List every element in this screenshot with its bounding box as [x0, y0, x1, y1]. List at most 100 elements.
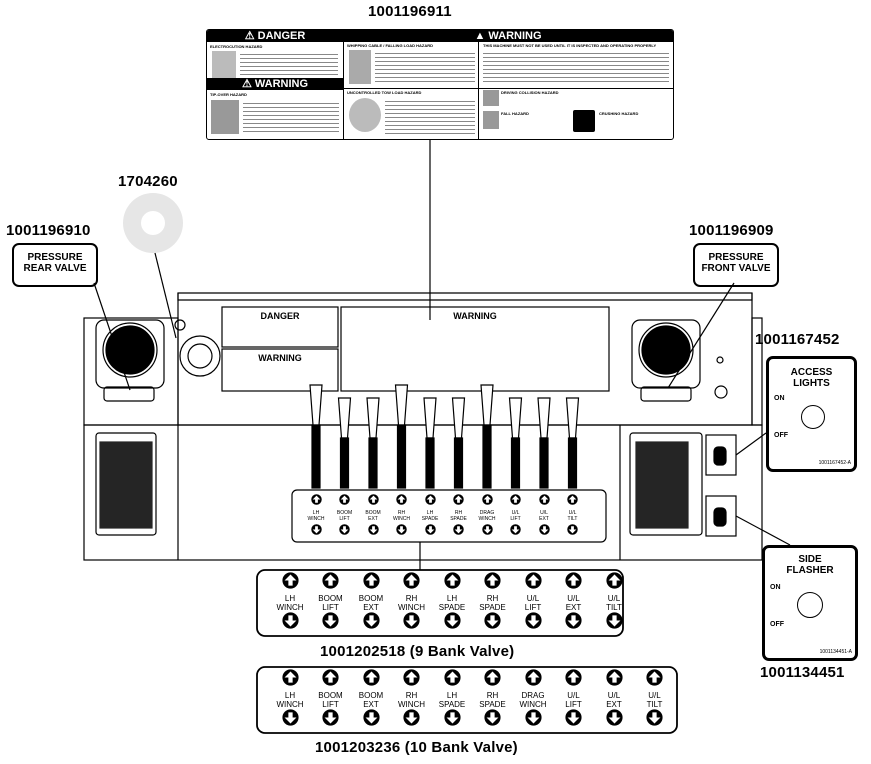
arrow-down-icon — [513, 612, 554, 634]
electrocution-title: ELECTROCUTION HAZARD — [210, 44, 263, 49]
access-lights-switch-hole — [801, 405, 825, 429]
lever-shaft — [368, 437, 378, 489]
arrow-down-icon — [481, 524, 493, 535]
arrow-down-icon — [501, 522, 530, 540]
part-number-front-valve: 1001196909 — [689, 222, 774, 239]
arrow-up-icon — [565, 669, 582, 686]
lever-shaft — [396, 424, 407, 489]
whipping-illustration — [349, 50, 371, 84]
arrow-up-icon — [553, 669, 594, 691]
rear-gauge-ring — [102, 322, 158, 378]
arrow-down-icon — [281, 709, 299, 726]
valve-function-label-line1: RH — [486, 691, 499, 700]
lever-shaft — [453, 437, 464, 489]
valve-function-label-line2: LIFT — [565, 700, 582, 709]
side-flasher-title2: FLASHER — [786, 565, 834, 576]
arrow-up-icon — [605, 572, 623, 589]
lever-handle — [508, 397, 523, 439]
electrocution-text-lines — [240, 51, 338, 77]
arrow-up-icon — [530, 492, 559, 510]
danger-header: ⚠ DANGER — [207, 30, 343, 42]
arrow-up-icon — [351, 669, 392, 691]
tipover-title: TIP-OVER HAZARD — [210, 92, 247, 97]
valve-function-label-line2: WINCH — [276, 603, 304, 612]
arrow-down-icon — [553, 709, 594, 731]
arrow-down-icon — [472, 709, 513, 731]
arrow-down-icon — [351, 709, 392, 731]
warning-header: ▲ WARNING — [343, 30, 673, 42]
left-keypad — [95, 432, 157, 536]
valve-function-label-line1: U/L — [511, 510, 520, 516]
valve-function-label-line2: TILT — [606, 603, 622, 612]
arrow-down-icon — [270, 612, 311, 634]
panel-warning-main-box — [340, 306, 610, 392]
valve-function-label-line1: LH — [426, 510, 434, 516]
arrow-down-icon — [453, 524, 464, 535]
arrow-up-icon — [594, 572, 635, 594]
panel-lower-outline — [83, 424, 763, 561]
arrow-down-icon — [281, 612, 299, 629]
arrow-down-icon — [646, 709, 663, 726]
access-lights-on: ON — [774, 395, 785, 402]
arrow-up-icon — [443, 669, 461, 686]
valve-function-label-line1: DRAG — [521, 691, 545, 700]
part-number-rear-valve: 1001196910 — [6, 222, 91, 239]
panel-valve-strip — [291, 489, 607, 543]
side-flasher-decal: SIDE FLASHER ON OFF 1001134451-A — [762, 545, 858, 661]
arrow-down-icon — [605, 612, 623, 629]
arrow-up-icon — [391, 669, 432, 691]
panel-top-lip — [177, 293, 753, 301]
valve-function-label-line1: LH — [284, 594, 296, 603]
arrow-down-icon — [359, 522, 388, 540]
valve-function-label-line2: LIFT — [322, 700, 339, 709]
arrow-up-icon — [646, 669, 663, 686]
arrow-up-icon — [444, 492, 473, 510]
arrow-up-icon — [281, 669, 299, 686]
arrow-down-icon — [387, 522, 416, 540]
arrow-down-icon — [538, 524, 550, 535]
arrow-down-icon — [472, 612, 513, 634]
leader-front-valve — [667, 282, 735, 389]
valve-function-label-line1: LH — [446, 594, 458, 603]
valve-function-label-line1: BOOM — [358, 594, 384, 603]
lever-handle — [537, 397, 551, 439]
arrow-up-icon — [510, 494, 521, 505]
arrow-down-icon — [351, 612, 392, 634]
access-switch-toggle — [713, 446, 727, 466]
valve-lever — [480, 384, 494, 489]
arrow-down-icon — [330, 522, 359, 540]
front-gauge-face — [641, 325, 691, 375]
arrow-down-icon — [594, 612, 635, 634]
access-lights-off: OFF — [774, 432, 788, 439]
right-indicator — [714, 385, 728, 399]
arrow-up-icon — [416, 492, 445, 510]
arrow-up-icon — [538, 494, 550, 505]
valve-function-label-line2: LIFT — [322, 603, 339, 612]
arrow-up-icon — [558, 492, 587, 510]
arrow-down-icon — [553, 612, 594, 634]
arrow-down-icon — [443, 709, 461, 726]
uncontrolled-illustration — [349, 98, 381, 132]
valve-function-label-line2: WINCH — [393, 516, 410, 522]
arrow-down-icon — [530, 522, 559, 540]
valve-lever — [508, 397, 523, 489]
arrow-down-icon — [594, 709, 635, 731]
valve-function-label-line2: WINCH — [307, 516, 325, 522]
arrow-up-icon — [270, 669, 311, 691]
arrow-up-icon — [396, 494, 407, 505]
valve-function-label-line1: LH — [284, 691, 296, 700]
right-small-dot — [716, 356, 724, 364]
arrow-down-icon — [524, 709, 542, 726]
fall-title: FALL HAZARD — [501, 111, 529, 116]
